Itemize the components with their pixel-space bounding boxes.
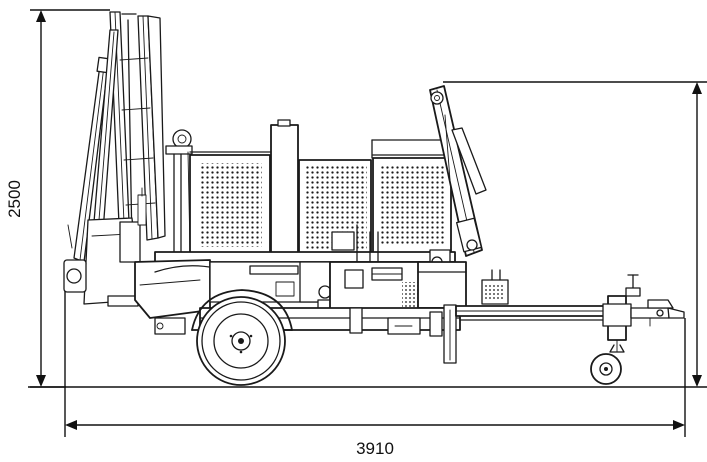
right-height-dimension (443, 81, 707, 387)
main-wheel (191, 289, 293, 386)
jockey-wheel (590, 274, 641, 385)
right-ventilation-grille (380, 164, 444, 246)
height-dimension-label: 2500 (5, 180, 24, 218)
left-ventilation-grille (200, 163, 262, 247)
length-arrow-left (65, 420, 77, 430)
gear-teeth (402, 282, 420, 310)
valve-block-detail (485, 283, 505, 301)
tow-hitch (630, 299, 685, 327)
length-dimension-label: 3910 (356, 439, 394, 458)
winch-assembly (165, 129, 193, 256)
right-arrow-bottom (692, 375, 702, 387)
folded-conveyor-mast (63, 11, 166, 307)
height-arrow-top (36, 10, 46, 22)
right-arrow-top (692, 82, 702, 94)
length-dimension: 3910 (28, 290, 707, 458)
height-dimension: 2500 (5, 9, 110, 388)
main-housing (154, 119, 456, 263)
height-arrow-bottom (36, 375, 46, 387)
length-arrow-right (673, 420, 685, 430)
